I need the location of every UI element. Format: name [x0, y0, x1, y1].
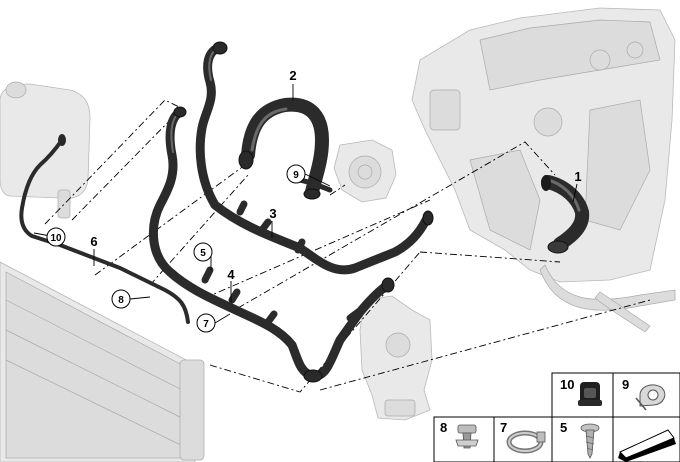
callout-7-circle: 7 — [196, 313, 216, 333]
radiator-ghost — [0, 261, 205, 462]
assembly-guide-lines — [44, 99, 651, 393]
parts-detail-table: 10 9 8 7 5 — [433, 372, 680, 462]
leader-lines — [33, 84, 578, 324]
water-pump-ghost — [333, 139, 397, 203]
push-clip-icon — [455, 424, 479, 449]
callout-3: 3 — [269, 206, 276, 221]
part-number-7: 7 — [500, 420, 507, 435]
svg-text:10: 10 — [50, 233, 62, 244]
part-number-10: 10 — [560, 377, 574, 392]
screw-icon — [580, 423, 600, 459]
hose-4-lower-line[interactable] — [148, 106, 395, 383]
callout-4: 4 — [227, 267, 235, 282]
callout-1: 1 — [574, 169, 581, 184]
callout-5-circle: 5 — [193, 242, 213, 262]
svg-text:7: 7 — [203, 319, 209, 330]
grommet-icon — [578, 382, 602, 406]
callout-9-circle: 9 — [286, 164, 306, 184]
part-cell-5[interactable] — [551, 416, 614, 462]
hose-1-engine-connector[interactable] — [541, 175, 590, 254]
svg-text:8: 8 — [118, 295, 124, 306]
hose-clamp-icon — [506, 430, 546, 454]
engine-block-ghost — [411, 7, 676, 333]
hose-6-overflow-line[interactable] — [19, 134, 190, 324]
svg-text:9: 9 — [293, 170, 299, 181]
svg-text:5: 5 — [200, 248, 206, 259]
hose-clip-icon — [635, 384, 666, 411]
hose-3-upper-line[interactable] — [195, 41, 434, 275]
callout-6: 6 — [90, 234, 97, 249]
part-number-5: 5 — [560, 420, 567, 435]
callout-8-circle: 8 — [111, 289, 131, 309]
wedge-arrow-icon — [618, 429, 676, 462]
hose-2-upper-bend[interactable] — [238, 97, 329, 200]
callout-2: 2 — [289, 68, 296, 83]
thermostat-housing-ghost — [359, 295, 433, 421]
expansion-tank-ghost — [0, 81, 91, 219]
callout-10-circle: 10 — [46, 227, 66, 247]
part-number-9: 9 — [622, 377, 629, 392]
part-number-8: 8 — [440, 420, 447, 435]
